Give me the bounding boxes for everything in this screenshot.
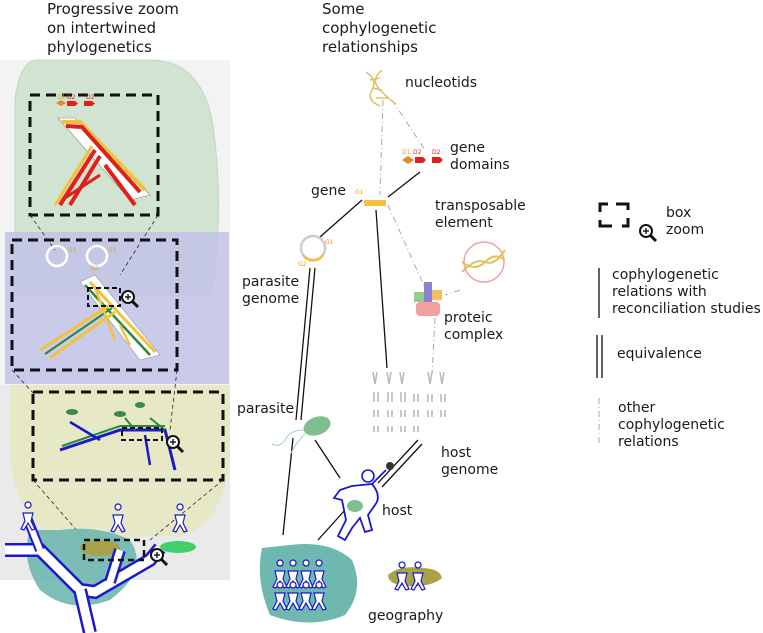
parasite-blob-1 (66, 409, 78, 415)
parasite-blob-2 (114, 411, 126, 417)
gene-label-g1b: G1 (108, 247, 117, 254)
label-transposable-element: transposable element (435, 198, 526, 231)
legend-other-label: other cophylogenetic relations (618, 400, 725, 450)
link-te-protein (444, 289, 461, 296)
domain-d2b: D2 (432, 149, 441, 156)
link-genome-parasite-b (300, 267, 316, 421)
link-nucleotids-domains (391, 99, 426, 151)
link-gene-domains (387, 171, 421, 198)
left-panel-title: Progressive zoom on intertwined phylogen… (47, 0, 179, 56)
yellow-zoom-panel (10, 385, 230, 540)
genome-g1: G1 (325, 239, 334, 246)
parasite-blob-3 (135, 402, 145, 408)
link-parasite-geography (282, 437, 294, 536)
legend-double-line (596, 335, 603, 378)
legend-equivalence-label: equivalence (617, 346, 702, 362)
left-zoom-panel: D1 D2 D2 G1 G1 G2 (0, 59, 230, 633)
label-gene-domains: gene domains (450, 140, 510, 173)
link-protein-hostgenome (431, 317, 436, 376)
label-gene: gene (311, 183, 346, 199)
gene-label-g1a: G1 (68, 247, 77, 254)
link-gene-parasitegenome (319, 199, 363, 238)
label-parasite-genome: parasite genome (242, 274, 300, 307)
dashed-box-2 (10, 238, 179, 372)
link-parasite-host (314, 439, 341, 479)
geography-olive (80, 540, 120, 556)
label-proteic-complex: proteic complex (444, 310, 504, 343)
link-host-geography (317, 509, 346, 541)
gene-label-g2: G2 (90, 265, 99, 272)
link-nucleotids-gene (379, 99, 384, 196)
legend-reconciliation-label: cophylogenetic relations with reconcilia… (612, 267, 761, 317)
link-hostgenome-host-b (381, 443, 423, 488)
genome-circle-2 (85, 244, 109, 268)
host-genome-icon (372, 371, 446, 432)
label-host: host (382, 503, 413, 519)
link-hostgenome-host-a (377, 439, 419, 484)
label-host-genome: host genome (441, 445, 499, 478)
domain-d2a: D2 (413, 149, 422, 156)
legend-box-zoom-label: box zoom (666, 205, 705, 238)
relationship-links (282, 99, 461, 541)
geography-icon (259, 544, 442, 623)
domain-label-d2: D2 (67, 94, 76, 101)
genome-g2: G2 (298, 261, 307, 268)
genome-circle-1 (45, 244, 69, 268)
domain-d1: D1 (402, 149, 411, 156)
domain-label-d1: D1 (57, 94, 66, 101)
gene-tree-middle (39, 274, 161, 361)
parasite-tree (59, 417, 177, 471)
legend-box-zoom-icon (598, 202, 658, 243)
dashed-box-3-inner (121, 427, 163, 441)
gene-g1-label: G1 (355, 189, 364, 196)
parasite-genome-icon: G1 G2 (298, 234, 334, 268)
dashed-box-3 (31, 390, 225, 482)
dashed-box-1 (28, 93, 160, 217)
geography-green (160, 541, 196, 553)
link-gene-hostgenome (375, 209, 388, 369)
link-genome-parasite-a (295, 267, 311, 421)
domain-label-d2b: D2 (86, 94, 95, 101)
center-panel-title: Some cophylogenetic relationships (322, 0, 437, 56)
parasite-icon (271, 416, 331, 456)
host-icon (332, 462, 394, 542)
gene-domains-icon-top: D1 D2 D2 (56, 94, 95, 106)
label-geography: geography (368, 608, 444, 624)
proteic-complex-icon (414, 282, 442, 316)
gene-domains-icon: D1 D2 D2 (402, 149, 443, 164)
transposable-element-icon (461, 241, 506, 283)
link-gene-protein (387, 204, 426, 289)
label-parasite: parasite (237, 401, 295, 417)
dashed-box-4 (82, 538, 146, 562)
dashed-box-2-inner (87, 287, 121, 307)
domain-tree-top (53, 117, 151, 207)
gene-bar-icon (364, 200, 386, 206)
label-nucleotids: nucleotids (405, 75, 478, 91)
dna-icon (365, 69, 397, 107)
